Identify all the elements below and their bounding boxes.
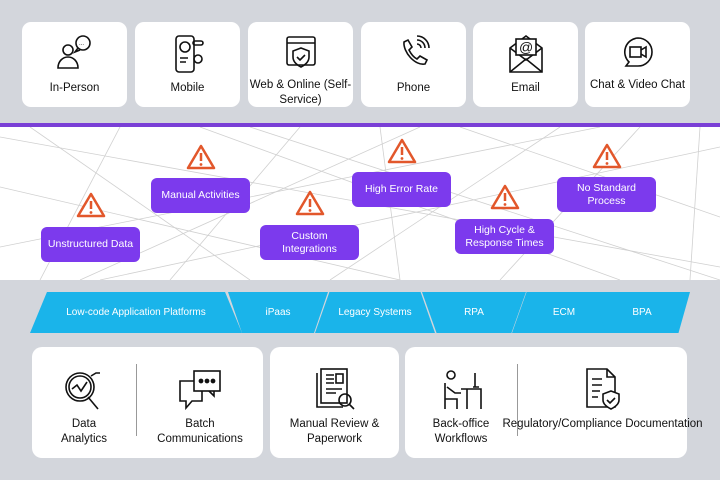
pain-point-unstructured-data: Unstructured Data <box>41 227 140 262</box>
back-office-card-2: Manual Review & Paperwork <box>270 347 399 458</box>
warning-icon <box>186 144 216 170</box>
channel-card-in-person: ... In-Person <box>22 22 127 107</box>
email-icon: @ <box>508 35 543 73</box>
tech-ipaas: iPaas <box>228 292 328 333</box>
item-back-office-workflows: Back-office Workflows <box>405 347 517 458</box>
tech-bpa: BPA <box>594 292 690 333</box>
pain-point-custom-integrations: Custom Integrations <box>260 225 359 260</box>
item-regulatory-compliance: Regulatory/Compliance Documentation <box>502 347 703 458</box>
item-batch-communications: Batch Communications <box>137 347 263 458</box>
channel-card-mobile: Mobile <box>135 22 240 107</box>
pain-point-high-error-rate: High Error Rate <box>352 172 451 207</box>
svg-text:...: ... <box>79 41 84 47</box>
channel-card-web: Web & Online (Self-Service) <box>248 22 353 107</box>
item-data-analytics: Data Analytics <box>32 347 136 458</box>
tech-low-code: Low-code Application Platforms <box>30 292 242 333</box>
pain-point-manual-activities: Manual Activities <box>151 178 250 213</box>
pain-point-no-standard-process: No Standard Process <box>557 177 656 212</box>
compliance-document-icon <box>585 368 620 410</box>
warning-icon <box>76 192 106 218</box>
video-chat-icon <box>623 37 653 67</box>
channel-card-video-chat: Chat & Video Chat <box>585 22 690 107</box>
back-office-card-1: Data Analytics Batch Communications <box>32 347 263 458</box>
channel-card-phone: Phone <box>361 22 466 107</box>
channel-card-email: @ Email <box>473 22 578 107</box>
desk-worker-icon <box>444 370 482 409</box>
warning-icon <box>490 184 520 210</box>
warning-icon <box>295 190 325 216</box>
divider <box>517 364 518 436</box>
chat-bubbles-icon <box>179 370 221 411</box>
warning-icon <box>387 138 417 164</box>
pain-point-high-cycle-times: High Cycle & Response Times <box>455 219 554 254</box>
web-shield-icon <box>285 36 316 68</box>
back-office-card-3: Back-office Workflows Regulatory/Complia… <box>405 347 703 458</box>
item-manual-review: Manual Review & Paperwork <box>270 347 399 458</box>
tech-legacy-systems: Legacy Systems <box>315 292 435 333</box>
document-search-icon <box>315 368 355 410</box>
analytics-magnifier-icon <box>65 372 100 410</box>
svg-text:@: @ <box>519 39 533 55</box>
divider <box>136 364 137 436</box>
tech-rpa: RPA <box>422 292 526 333</box>
mobile-icon <box>174 35 204 73</box>
person-chat-icon: ... <box>56 35 91 69</box>
warning-icon <box>592 143 622 169</box>
divider-bar <box>0 123 720 127</box>
channels-section: ... In-Person Mobile Web & Online (Self-… <box>0 0 720 123</box>
phone-icon <box>402 35 430 65</box>
